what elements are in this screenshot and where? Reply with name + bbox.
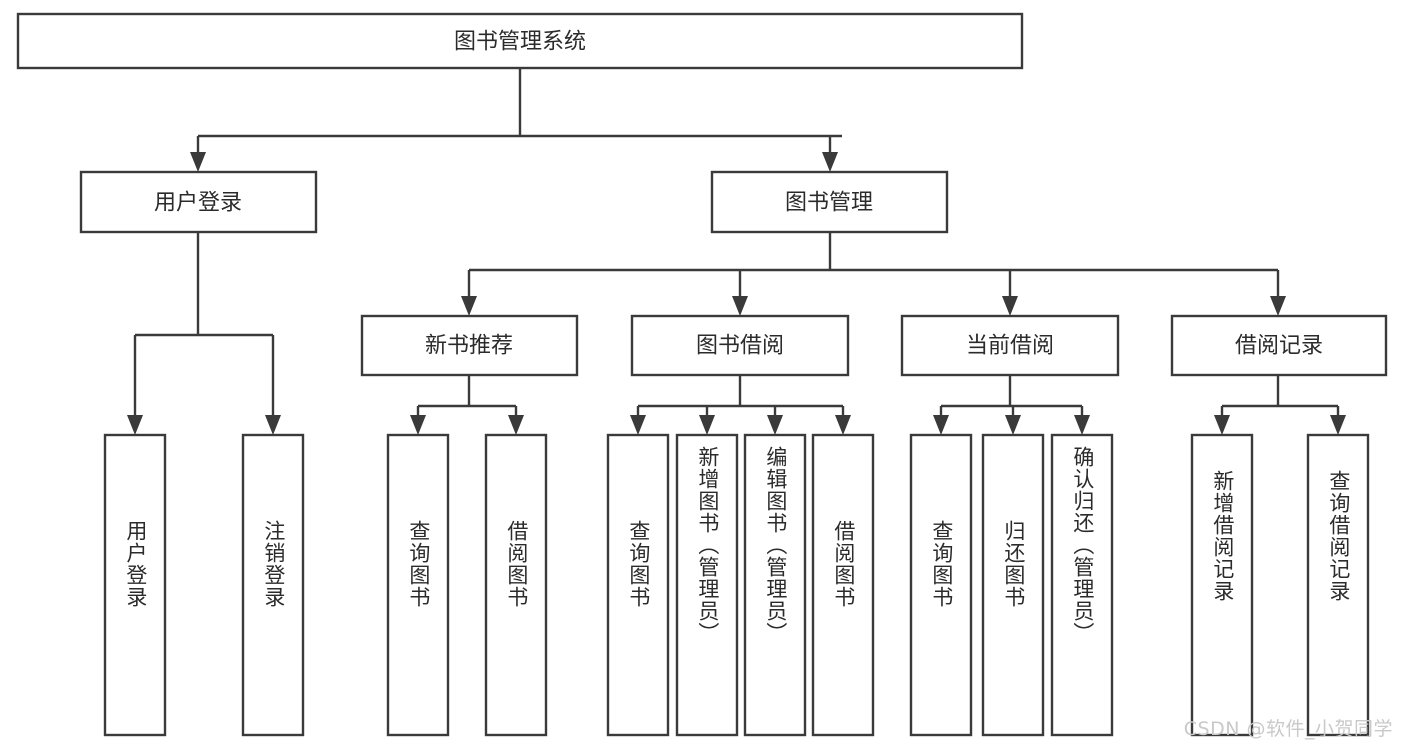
connector-borrowrecord-to-leaves: [1214, 375, 1346, 435]
leaf-label-user-login: 用户登录: [123, 520, 148, 608]
leaf-box-return-book[interactable]: [981, 433, 1045, 737]
leaf-label-edit-book: 编辑图书（管理员）: [763, 446, 788, 644]
node-new-book-recommend[interactable]: 新书推荐: [360, 314, 579, 377]
leaf-label-borrow-book-1: 借阅图书: [504, 520, 529, 608]
leaf-label-query-book-1: 查询图书: [406, 520, 431, 608]
leaf-label-add-book: 新增图书（管理员）: [695, 446, 720, 644]
node-user-login[interactable]: 用户登录: [79, 170, 318, 234]
connector-bookborrow-to-leaves: [630, 375, 851, 435]
leaf-box-borrow-book-1[interactable]: [484, 433, 548, 737]
connector-currentborrow-to-leaves: [933, 375, 1090, 435]
connector-newbook-to-leaves: [410, 375, 524, 435]
leaf-box-add-record[interactable]: [1190, 433, 1254, 737]
leaf-label-query-book-2: 查询图书: [626, 520, 651, 608]
node-book-borrow[interactable]: 图书借阅: [630, 314, 850, 377]
node-borrow-record[interactable]: 借阅记录: [1170, 314, 1388, 377]
node-book-borrow-label: 图书借阅: [696, 334, 784, 359]
node-current-borrow[interactable]: 当前借阅: [900, 314, 1120, 377]
node-book-manage-label: 图书管理: [785, 191, 873, 216]
leaf-box-query-record[interactable]: [1306, 433, 1370, 737]
node-user-login-label: 用户登录: [154, 191, 242, 216]
leaf-label-borrow-book-2: 借阅图书: [831, 520, 856, 608]
connector-root-to-level2: [190, 68, 842, 172]
leaf-box-confirm-return[interactable]: [1050, 433, 1114, 737]
leaf-box-query-book-3[interactable]: [909, 433, 973, 737]
connector-userlogin-to-leaves: [127, 232, 281, 435]
node-book-manage[interactable]: 图书管理: [710, 170, 949, 234]
leaf-label-query-book-3: 查询图书: [929, 520, 954, 608]
leaf-label-confirm-return: 确认归还（管理员）: [1070, 446, 1095, 644]
leaf-box-edit-book[interactable]: [743, 433, 807, 737]
leaf-node-boxes: [103, 433, 1370, 737]
node-new-book-recommend-label: 新书推荐: [425, 334, 513, 359]
leaf-box-query-book-1[interactable]: [386, 433, 450, 737]
leaf-label-query-record: 查询借阅记录: [1326, 470, 1351, 602]
leaf-label-logout: 注销登录: [261, 520, 286, 608]
node-current-borrow-label: 当前借阅: [966, 334, 1054, 359]
leaf-box-borrow-book-2[interactable]: [811, 433, 875, 737]
node-borrow-record-label: 借阅记录: [1235, 334, 1323, 359]
leaf-box-user-login[interactable]: [103, 433, 167, 737]
leaf-label-return-book: 归还图书: [1001, 520, 1026, 608]
leaf-box-add-book[interactable]: [675, 433, 739, 737]
leaf-box-logout[interactable]: [241, 433, 305, 737]
leaf-box-query-book-2[interactable]: [606, 433, 670, 737]
leaf-label-add-record: 新增借阅记录: [1210, 470, 1235, 602]
node-root-system-label: 图书管理系统: [454, 30, 586, 55]
node-root-system[interactable]: 图书管理系统: [16, 12, 1024, 70]
connector-bookmanage-to-level3: [461, 232, 1286, 316]
